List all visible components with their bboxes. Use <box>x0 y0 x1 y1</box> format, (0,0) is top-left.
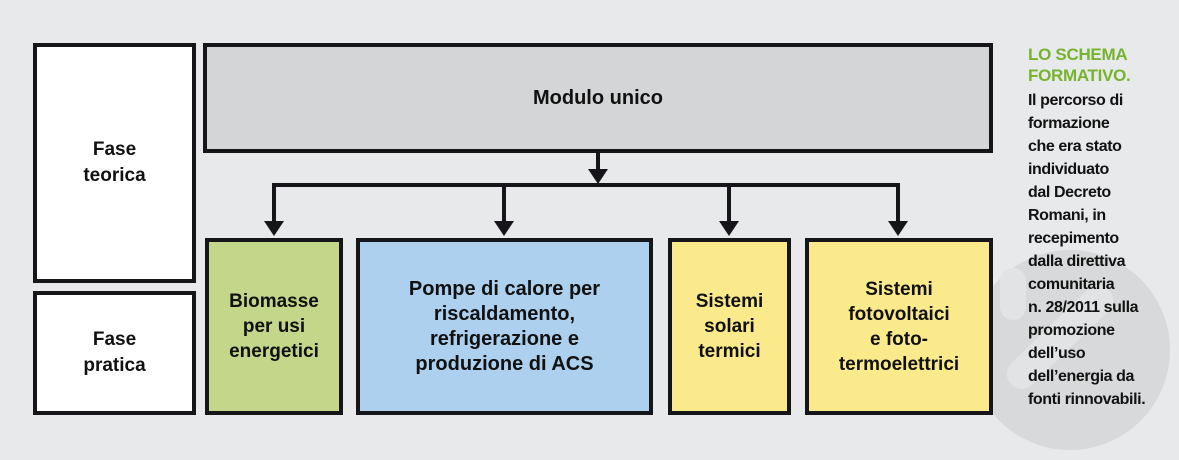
root-module-box: Modulo unico <box>203 43 993 153</box>
arrow-down-icon <box>588 169 608 184</box>
connector-horizontal-line <box>272 183 900 187</box>
branch-box-heat-pumps: Pompe di calore per riscaldamento, refri… <box>356 238 653 415</box>
branch-box-biomass: Biomasse per usi energetici <box>205 238 343 415</box>
arrow-down-icon <box>494 221 514 236</box>
caption-title: LO SCHEMA FORMATIVO. <box>1028 45 1131 85</box>
branch-box-photovoltaic: Sistemi fotovoltaici e foto- termoelettr… <box>805 238 993 415</box>
connector-branch-stem <box>272 185 276 223</box>
connector-root-stem <box>596 153 600 171</box>
arrow-down-icon <box>888 221 908 236</box>
branch-box-solar-thermal: Sistemi solari termici <box>668 238 791 415</box>
connector-branch-stem <box>896 185 900 223</box>
caption-body: Il percorso di formazione che era stato … <box>1028 92 1146 408</box>
connector-branch-stem <box>727 185 731 223</box>
caption-column: LO SCHEMA FORMATIVO. Il percorso di form… <box>1028 44 1176 411</box>
connector-branch-stem <box>502 185 506 223</box>
phase-box-practical: Fase pratica <box>33 291 196 415</box>
phase-box-theoretical: Fase teorica <box>33 43 196 283</box>
watermark-vertical-bar <box>1000 268 1026 320</box>
arrow-down-icon <box>264 221 284 236</box>
arrow-down-icon <box>719 221 739 236</box>
